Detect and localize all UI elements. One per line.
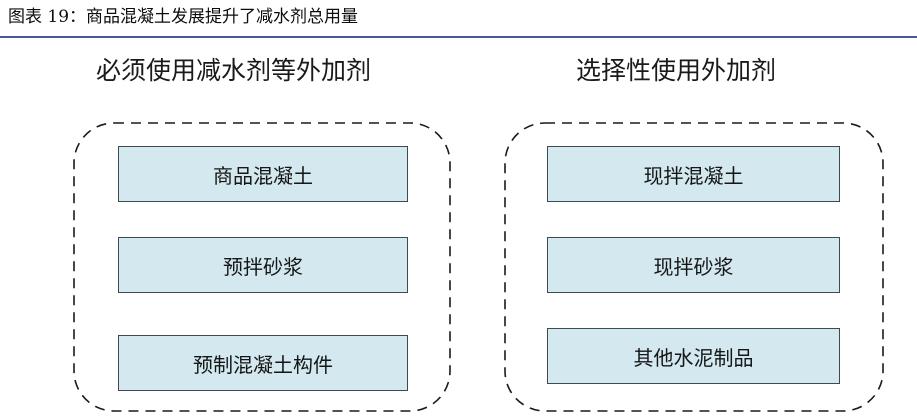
title-rule — [0, 36, 917, 38]
node-site-mixed-mortar: 现拌砂浆 — [547, 237, 840, 293]
figure-title: 图表 19：商品混凝土发展提升了减水剂总用量 — [8, 7, 359, 27]
node-commercial-concrete: 商品混凝土 — [118, 146, 408, 202]
node-site-mixed-concrete: 现拌混凝土 — [547, 146, 840, 202]
node-other-cement-products: 其他水泥制品 — [547, 328, 840, 384]
group-heading-required: 必须使用减水剂等外加剂 — [96, 56, 372, 85]
group-heading-optional: 选择性使用外加剂 — [576, 56, 777, 85]
node-precast-concrete-components: 预制混凝土构件 — [118, 335, 408, 391]
node-premixed-mortar: 预拌砂浆 — [118, 237, 408, 293]
